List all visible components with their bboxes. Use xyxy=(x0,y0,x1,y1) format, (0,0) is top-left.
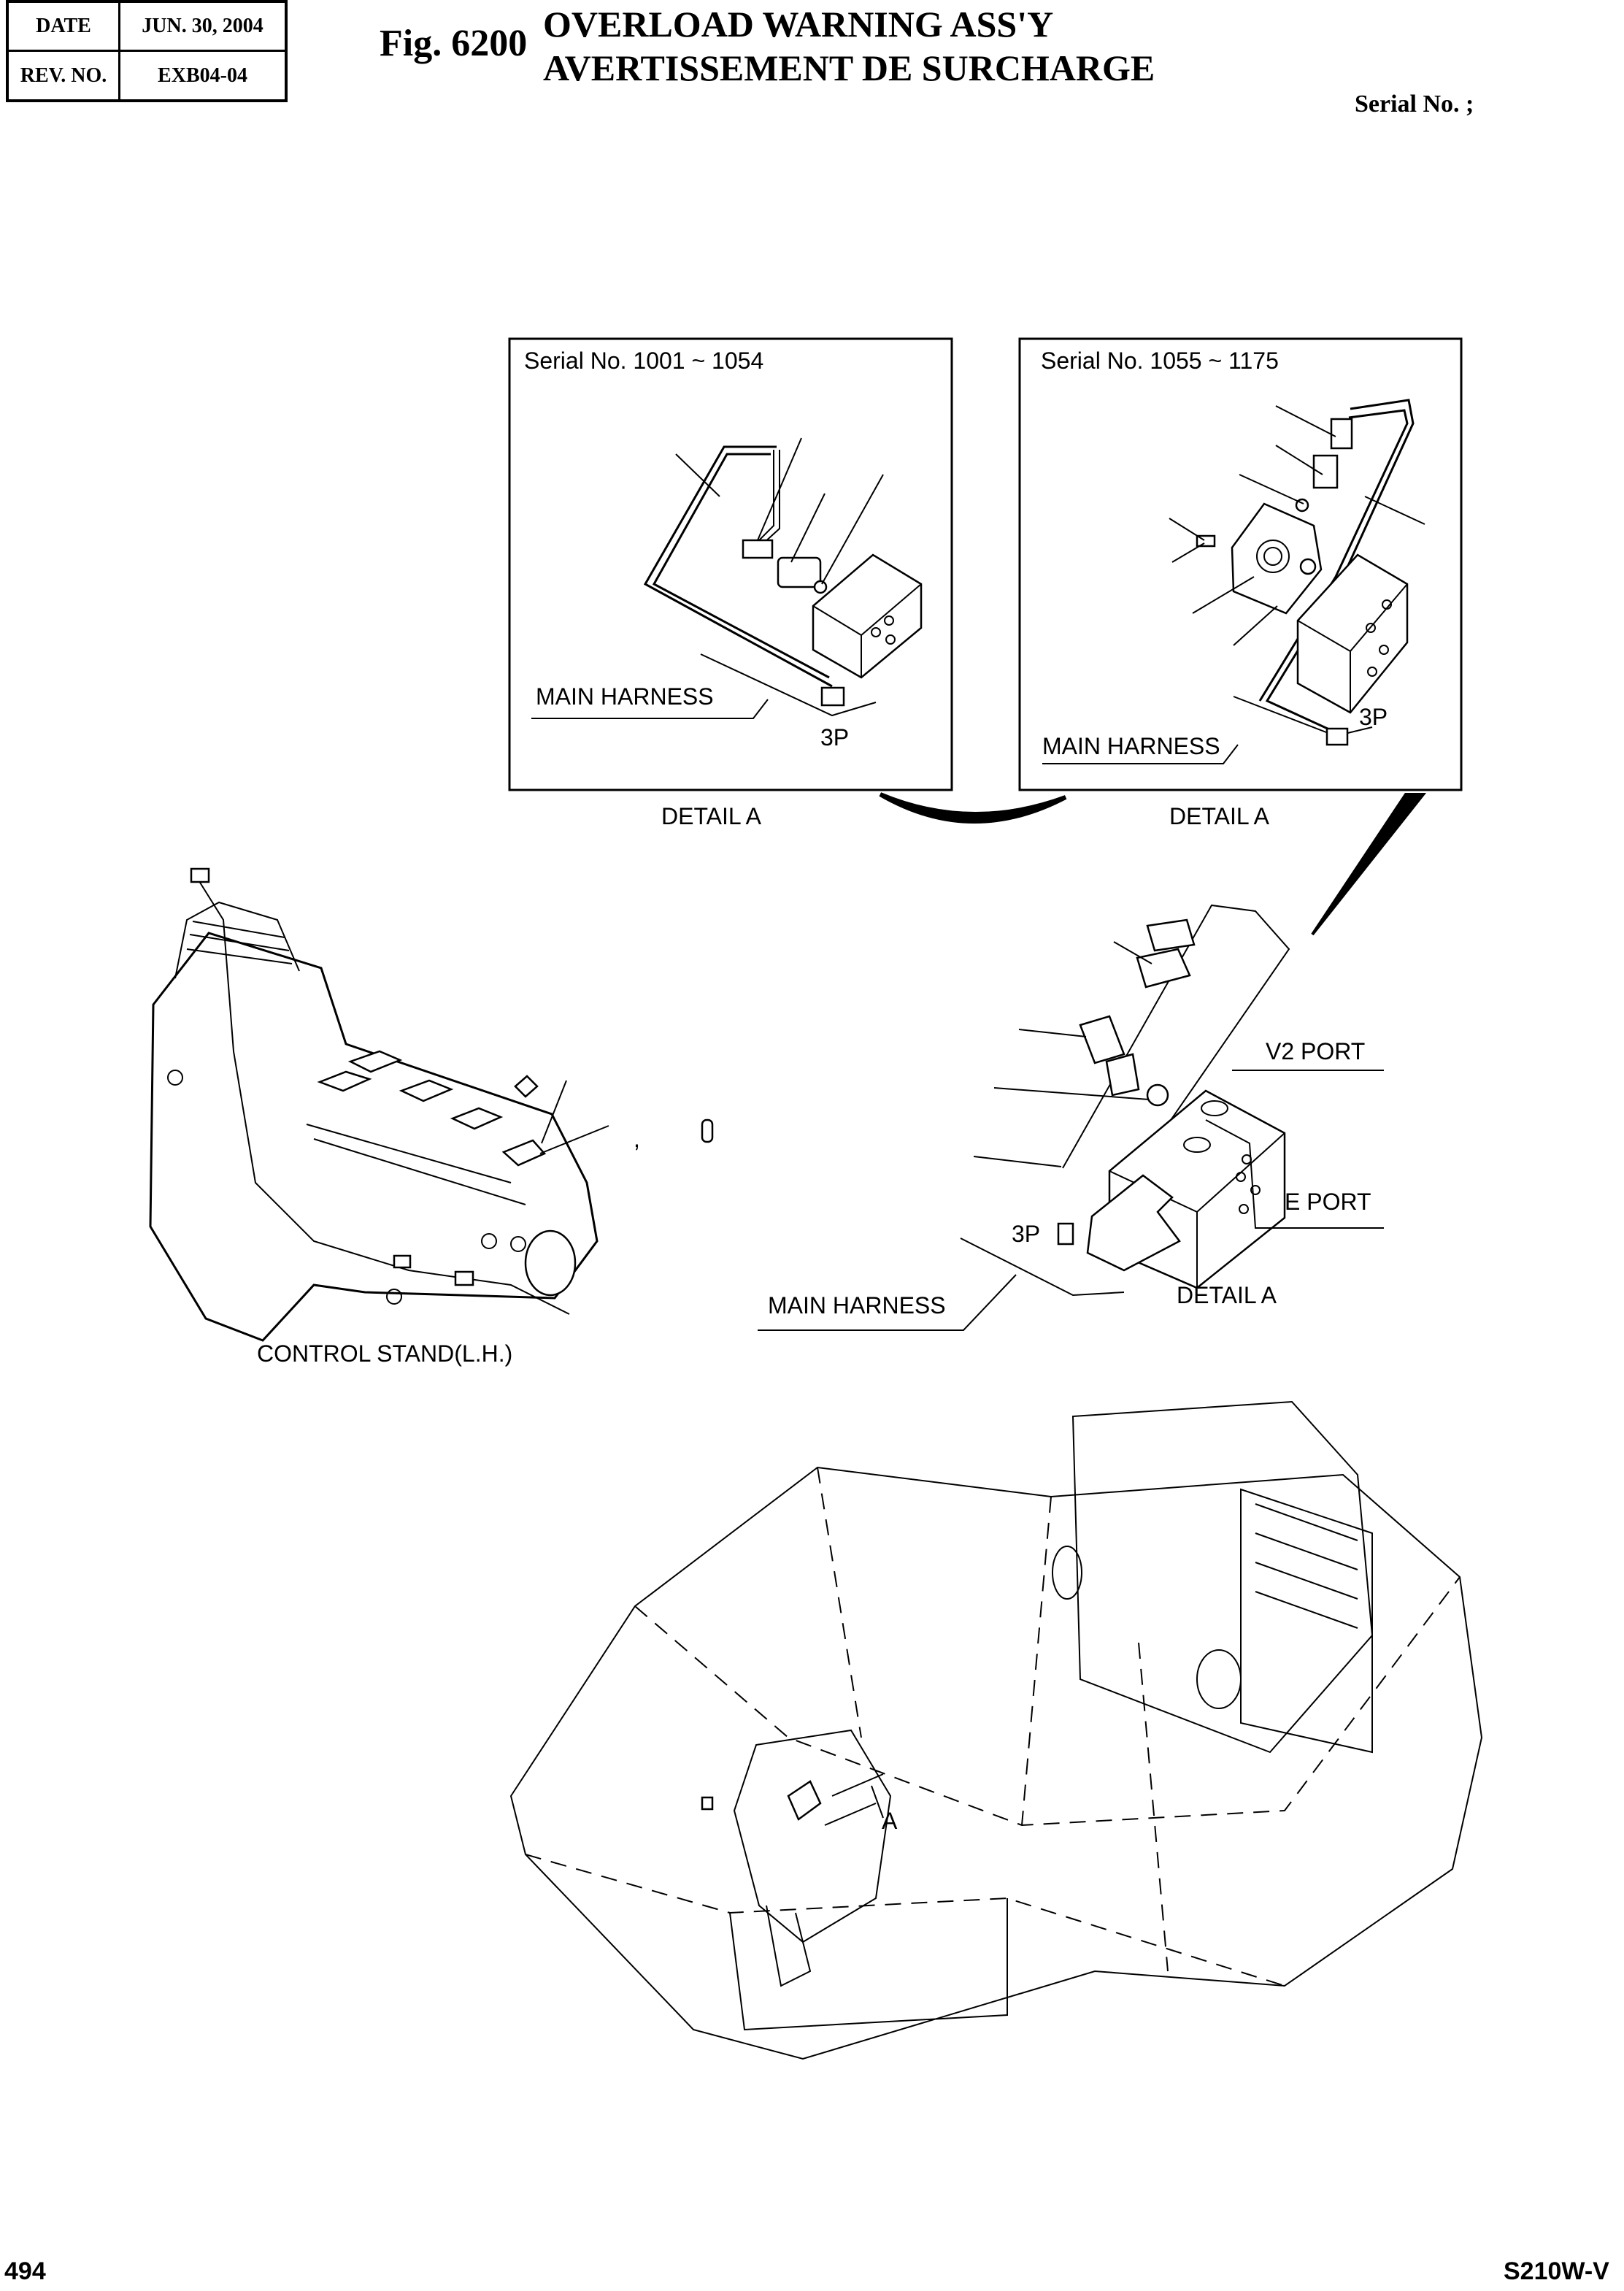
control-stand-separator: , xyxy=(634,1126,640,1152)
detail-box-right xyxy=(1018,337,1463,791)
machine-callout-a: A xyxy=(882,1808,898,1834)
detail-center-main-harness: MAIN HARNESS xyxy=(768,1292,946,1319)
detail-center-connector: 3P xyxy=(1012,1221,1041,1247)
rev-value: EXB04-04 xyxy=(158,64,247,87)
machine-overview xyxy=(509,1400,1483,2060)
bulb-icon xyxy=(701,1118,714,1143)
title-french: AVERTISSEMENT DE SURCHARGE xyxy=(543,47,1155,88)
detail-left-main-harness: MAIN HARNESS xyxy=(536,683,714,710)
detail-right-caption: DETAIL A xyxy=(1169,803,1269,829)
serial-label: Serial No. ; xyxy=(1355,91,1474,118)
page-number: 494 xyxy=(4,2257,46,2285)
detail-right-connector: 3P xyxy=(1359,704,1388,730)
detail-right-serial: Serial No. 1055 ~ 1175 xyxy=(1041,348,1279,374)
model-number: S210W-V xyxy=(1504,2257,1609,2285)
detail-arrow-left xyxy=(879,792,1067,824)
date-value: JUN. 30, 2004 xyxy=(142,15,263,37)
detail-box-left xyxy=(508,337,953,791)
detail-left-caption: DETAIL A xyxy=(661,803,761,829)
detail-center-caption: DETAIL A xyxy=(1177,1282,1277,1308)
v2-port-label: V2 PORT xyxy=(1266,1038,1366,1064)
date-label: DATE xyxy=(36,15,91,37)
detail-right-main-harness: MAIN HARNESS xyxy=(1042,733,1220,759)
control-stand-caption: CONTROL STAND(L.H.) xyxy=(257,1340,513,1367)
rev-label: REV. NO. xyxy=(20,64,107,87)
table-divider-horizontal xyxy=(9,50,285,52)
detail-arrow-right xyxy=(1311,793,1427,936)
title-english: OVERLOAD WARNING ASS'Y xyxy=(543,4,1054,45)
detail-left-serial: Serial No. 1001 ~ 1054 xyxy=(524,348,764,374)
control-stand xyxy=(149,867,714,1342)
figure-number: Fig. 6200 xyxy=(380,23,528,64)
detail-center xyxy=(758,904,1384,1331)
e-port-label: E PORT xyxy=(1285,1189,1371,1215)
detail-left-connector: 3P xyxy=(820,724,850,751)
revision-table: DATE JUN. 30, 2004 REV. NO. EXB04-04 xyxy=(6,0,288,102)
